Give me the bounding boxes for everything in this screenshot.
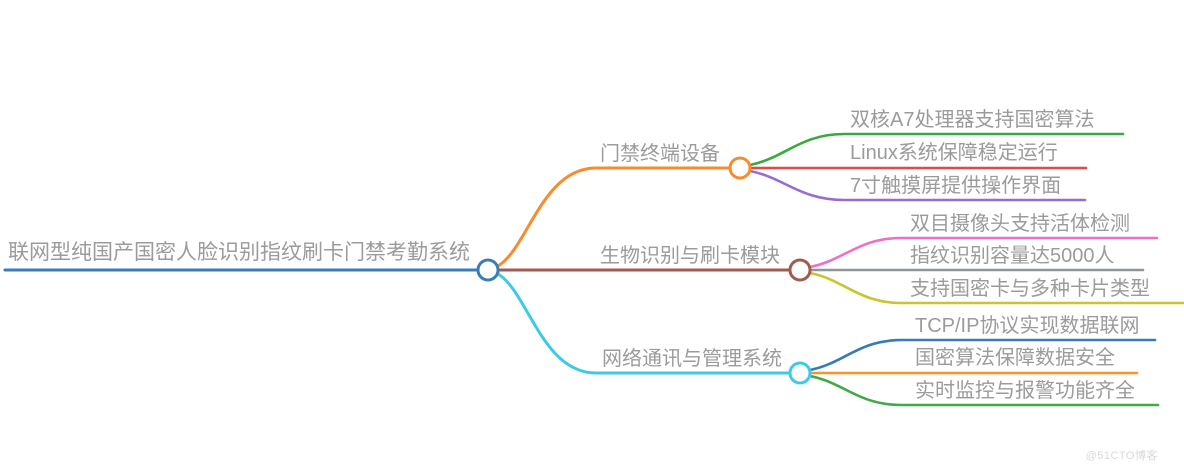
leaf-label-encryption[interactable]: 国密算法保障数据安全 (915, 347, 1115, 369)
leaf-label-camera[interactable]: 双目摄像头支持活体检测 (910, 213, 1130, 235)
leaf-connector-card-types (808, 271, 1184, 305)
leaf-connector-cpu (748, 132, 1125, 167)
leaf-connector-camera (808, 236, 1159, 269)
branch-label-biometric[interactable]: 生物识别与刷卡模块 (600, 245, 780, 267)
branch-connector-network (496, 272, 791, 375)
branch-label-terminal[interactable]: 门禁终端设备 (600, 143, 720, 165)
watermark: @51CTO博客 (1085, 450, 1158, 462)
leaf-label-touchscreen[interactable]: 7寸触摸屏提供操作界面 (850, 175, 1062, 197)
leaf-label-linux[interactable]: Linux系统保障稳定运行 (850, 142, 1058, 164)
root-node-label[interactable]: 联网型纯国产国密人脸识别指纹刷卡门禁考勤系统 (8, 241, 470, 264)
leaf-connector-monitoring (808, 374, 1160, 407)
leaf-connector-tcpip (808, 338, 1157, 372)
branch-connector-terminal (496, 166, 731, 268)
leaf-connector-touchscreen (748, 169, 1087, 202)
leaf-label-monitoring[interactable]: 实时监控与报警功能齐全 (915, 380, 1135, 402)
leaf-label-card-types[interactable]: 支持国密卡与多种卡片类型 (910, 278, 1150, 300)
leaf-label-cpu[interactable]: 双核A7处理器支持国密算法 (850, 109, 1095, 131)
branch-node-handle-terminal[interactable] (728, 156, 752, 180)
branch-node-handle-network[interactable] (788, 361, 812, 385)
root-node-handle[interactable] (476, 258, 500, 282)
branch-node-handle-biometric[interactable] (788, 258, 812, 282)
leaf-label-tcpip[interactable]: TCP/IP协议实现数据联网 (915, 315, 1140, 337)
leaf-label-fingerprint[interactable]: 指纹识别容量达5000人 (910, 245, 1115, 267)
branch-label-network[interactable]: 网络通讯与管理系统 (602, 348, 782, 370)
